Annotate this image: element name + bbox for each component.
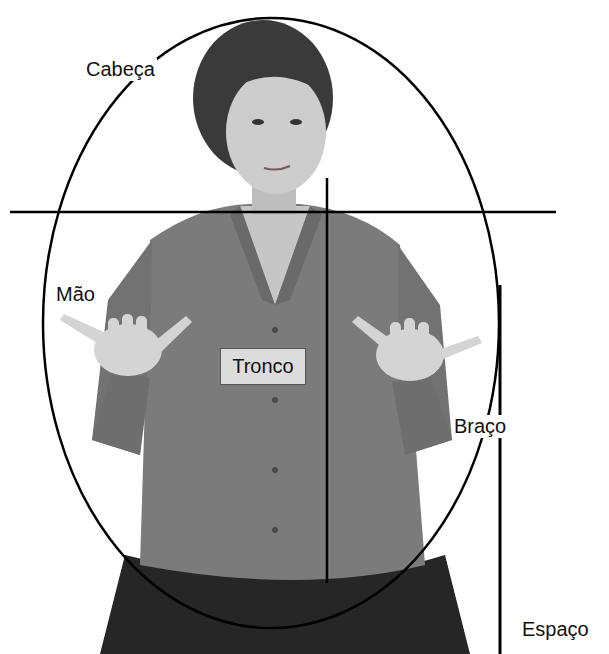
signing-space-ellipse bbox=[43, 18, 499, 628]
part-label: Espaço bbox=[520, 618, 591, 641]
trunk-axis-line bbox=[326, 178, 329, 583]
collar bbox=[275, 206, 322, 305]
shirt bbox=[140, 204, 425, 580]
collar bbox=[230, 206, 275, 305]
fingers bbox=[60, 314, 192, 355]
part-label: Cabeça bbox=[84, 58, 157, 81]
region-label: Tronco bbox=[232, 355, 294, 378]
eye bbox=[290, 119, 302, 125]
forearm bbox=[392, 375, 452, 455]
part-label: Mão bbox=[54, 283, 97, 306]
head-division-line bbox=[10, 211, 556, 214]
forearm bbox=[92, 372, 150, 455]
eye bbox=[252, 119, 264, 125]
mouth bbox=[264, 166, 290, 170]
trunk-box: Tronco bbox=[220, 348, 306, 385]
part-label: Braço bbox=[452, 415, 508, 438]
face bbox=[226, 70, 326, 194]
fingers bbox=[352, 316, 482, 362]
fringe bbox=[222, 63, 322, 95]
space-line bbox=[499, 285, 502, 654]
